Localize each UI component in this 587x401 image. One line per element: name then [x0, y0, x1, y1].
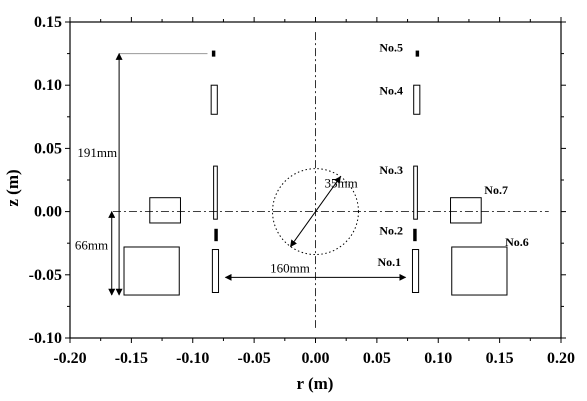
y-tick-label: 0.10 [34, 77, 62, 94]
coil-no7 [450, 197, 482, 224]
x-tick-label: 0.05 [363, 350, 391, 367]
coil-no3 [413, 165, 418, 220]
circle-label: 35mm [325, 176, 358, 191]
coil-no6 [451, 246, 508, 296]
dimension-label-66: 66mm [75, 238, 108, 253]
x-tick-label: 0.15 [486, 350, 514, 367]
x-tick-label: 0.20 [547, 350, 575, 367]
mirror-coil-7 [149, 197, 181, 224]
coil-label-no2: No.2 [379, 224, 403, 238]
x-tick-label: -0.05 [237, 350, 270, 367]
axis-ticks: -0.20 -0.15 -0.10 -0.05 0.00 0.05 0.10 0.15 0.20… [29, 14, 575, 367]
dimension-label-191: 191mm [77, 145, 117, 160]
x-tick-label: -0.10 [176, 350, 209, 367]
x-tick-label: -0.15 [115, 350, 148, 367]
flux-circle [272, 168, 359, 256]
mirror-coil-4 [210, 84, 218, 115]
x-tick-label: -0.20 [53, 350, 86, 367]
coil-label-no3: No.3 [379, 163, 403, 177]
circle-diameter-arrow [290, 176, 341, 248]
coil-rectangles [123, 50, 508, 296]
mirror-coil-6 [123, 246, 180, 296]
coil-label-no5: No.5 [379, 40, 403, 54]
coil-no2 [413, 228, 417, 242]
mirror-coil-5 [211, 50, 216, 57]
coil-label-no1: No.1 [377, 255, 401, 269]
coil-label-no7: No.7 [484, 183, 508, 197]
mirror-coil-1 [211, 249, 220, 293]
coil-label-no6: No.6 [505, 235, 529, 249]
coil-no5 [415, 50, 420, 57]
y-tick-label: 0.00 [34, 204, 62, 221]
y-axis-title: z (m) [3, 169, 22, 206]
y-tick-label: -0.05 [29, 267, 62, 284]
coil-no4 [413, 84, 421, 115]
mirror-coil-3 [213, 165, 218, 220]
coil-label-no4: No.4 [379, 83, 403, 97]
x-tick-label: 0.10 [424, 350, 452, 367]
x-tick-label: 0.00 [302, 350, 330, 367]
dimension-label-160: 160mm [270, 260, 310, 275]
dimension-annotations: No.1 No.2 No.3 No.4 No.5No.6 No.7 35mm 191mm 66m… [75, 40, 529, 296]
y-tick-label: -0.10 [29, 330, 62, 347]
mirror-coil-2 [214, 228, 218, 242]
x-axis-title: r (m) [297, 374, 334, 393]
coil-no1 [411, 249, 420, 293]
y-tick-label: 0.05 [34, 140, 62, 157]
y-tick-label: 0.15 [34, 14, 62, 31]
